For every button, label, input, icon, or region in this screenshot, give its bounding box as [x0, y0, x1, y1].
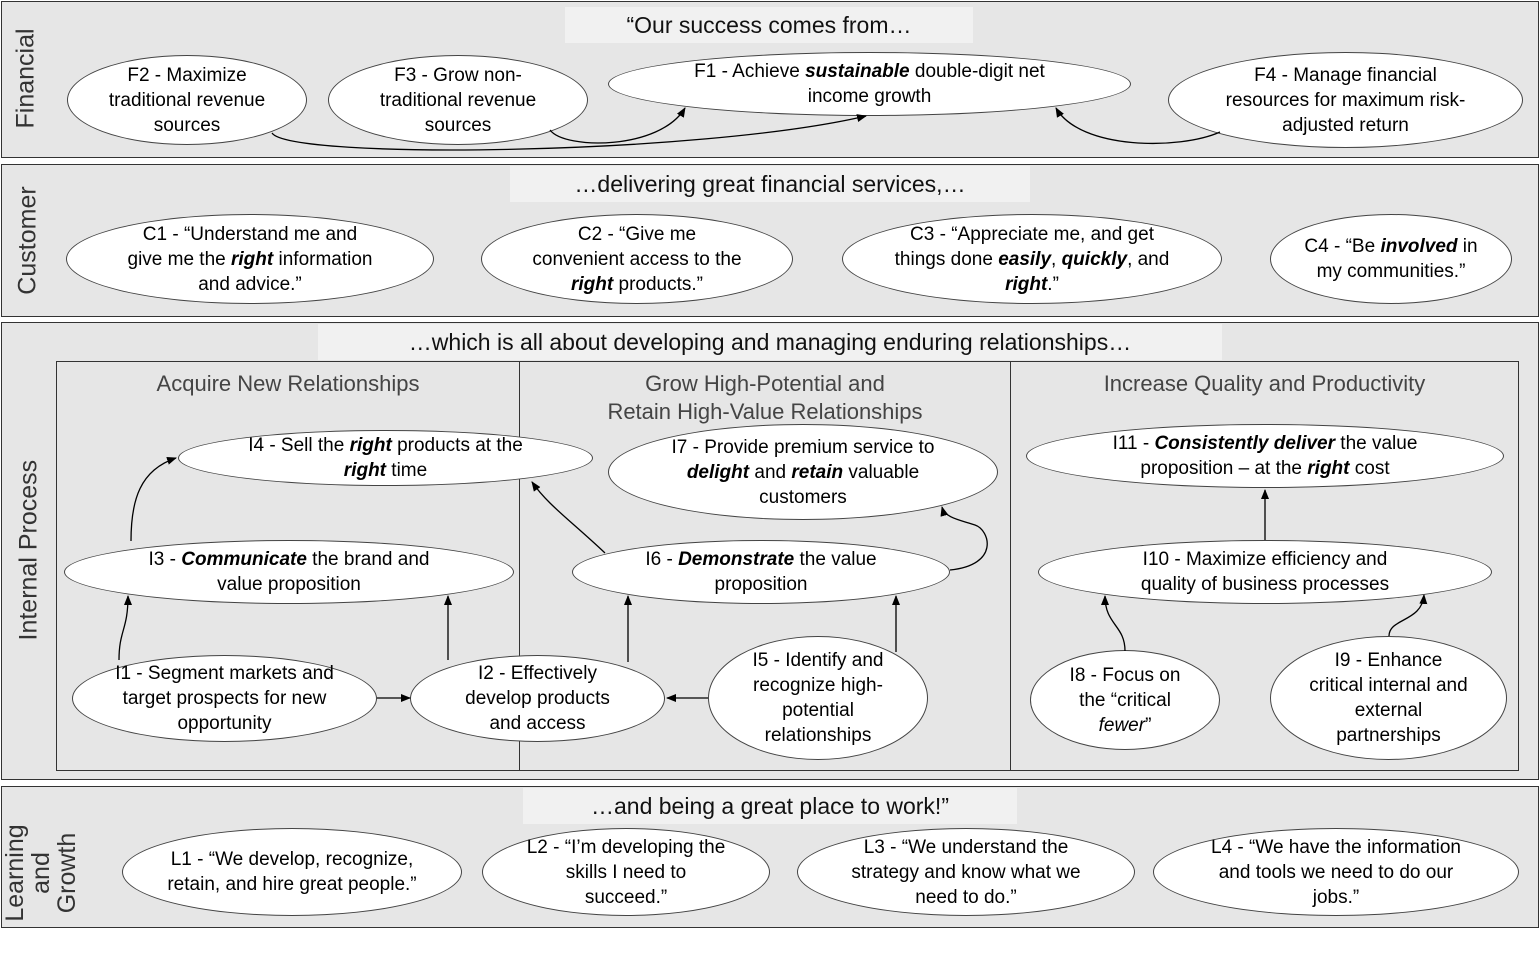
- arrow-i9-i10: [1388, 594, 1428, 637]
- column-divider-1: [519, 361, 520, 771]
- arrow-i6-i7: [940, 506, 988, 571]
- arrow-f4-f1: [1055, 107, 1221, 144]
- internal-banner: …which is all about developing and manag…: [318, 324, 1222, 360]
- column-title-quality: Increase Quality and Productivity: [1103, 371, 1426, 396]
- arrow-i8-i10: [1101, 595, 1126, 652]
- objective-l2: L2 - “I’m developing the skills I need t…: [482, 828, 770, 916]
- objective-c3: C3 - “Appreciate me, and get things done…: [842, 214, 1222, 304]
- objective-l3: L3 - “We understand the strategy and kno…: [797, 828, 1135, 916]
- column-divider-2: [1010, 361, 1011, 771]
- objective-f2: F2 - Maximize traditional revenue source…: [67, 55, 307, 145]
- objective-i7: I7 - Provide premium service to delight …: [608, 424, 998, 520]
- objective-c1: C1 - “Understand me and give me the righ…: [66, 214, 434, 304]
- objective-i10: I10 - Maximize efficiency and quality of…: [1038, 540, 1492, 604]
- financial-banner: “Our success comes from…: [565, 7, 973, 43]
- arrow-f3-f1: [549, 107, 686, 144]
- learning-banner: …and being a great place to work!”: [523, 788, 1017, 824]
- internal-subpanel: [56, 361, 1519, 771]
- objective-i11: I11 - Consistently deliver the value pro…: [1026, 424, 1504, 488]
- objective-i5: I5 - Identify and recognize high-potenti…: [708, 636, 928, 760]
- objective-i4: I4 - Sell the right products at the righ…: [178, 430, 593, 486]
- objective-c2: C2 - “Give me convenient access to the r…: [481, 214, 793, 304]
- customer-banner: …delivering great financial services,…: [510, 166, 1030, 202]
- arrow-i1-i3: [118, 595, 132, 661]
- objective-i1: I1 - Segment markets and target prospect…: [72, 655, 377, 742]
- objective-i9: I9 - Enhance critical internal and exter…: [1270, 636, 1507, 760]
- objective-l4: L4 - “We have the information and tools …: [1153, 828, 1519, 916]
- arrow-i6-i4: [531, 481, 606, 554]
- objective-i8: I8 - Focus on the “critical fewer”: [1030, 650, 1220, 750]
- column-title-grow: Grow High-Potential and Retain High-Valu…: [607, 371, 923, 424]
- objective-i3: I3 - Communicate the brand and value pro…: [64, 540, 514, 604]
- objective-f3: F3 - Grow non-traditional revenue source…: [328, 55, 588, 145]
- objective-l1: L1 - “We develop, recognize, retain, and…: [122, 828, 462, 916]
- objective-i6: I6 - Demonstrate the value proposition: [572, 540, 950, 604]
- arrow-f2-f1: [271, 114, 867, 151]
- objective-c4: C4 - “Be involved in my communities.”: [1270, 214, 1512, 304]
- connector-arrows: [118, 107, 1428, 702]
- column-title-acquire: Acquire New Relationships: [156, 371, 420, 396]
- arrow-i3-i4: [130, 457, 177, 542]
- objective-f1: F1 - Achieve sustainable double-digit ne…: [608, 52, 1131, 116]
- objective-i2: I2 - Effectively develop products and ac…: [410, 655, 665, 742]
- objective-f4: F4 - Manage financial resources for maxi…: [1168, 52, 1523, 148]
